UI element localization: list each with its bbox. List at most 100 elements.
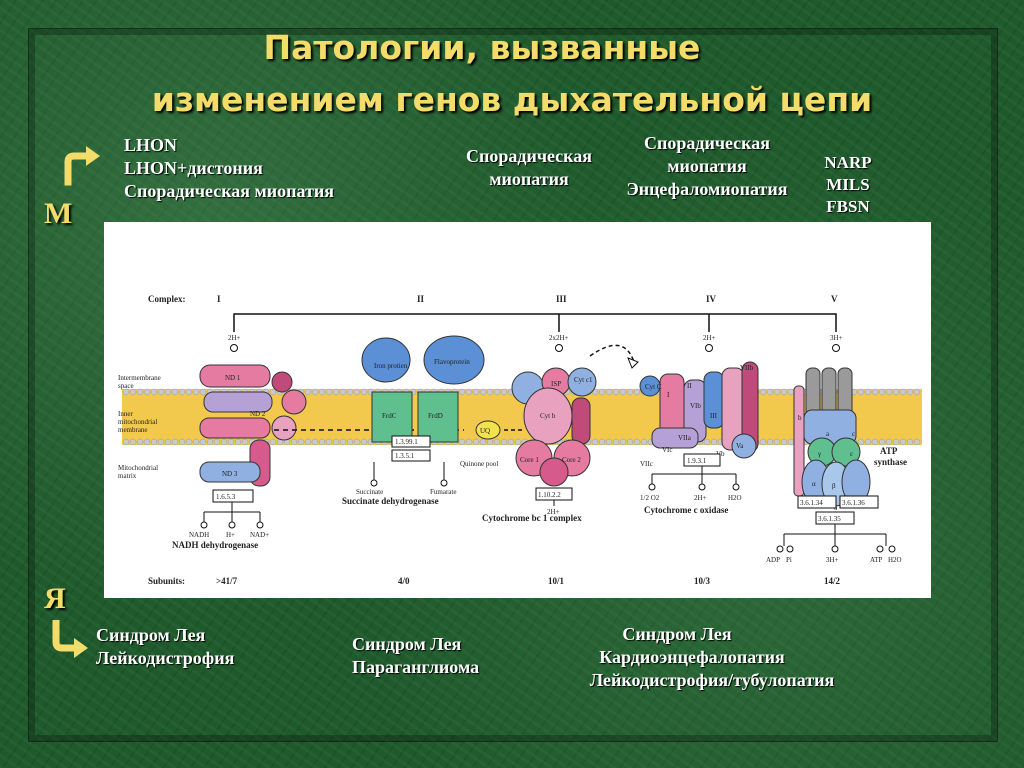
lipid-head <box>605 438 613 446</box>
subunits-label: Subunits: <box>148 576 185 586</box>
nuclear-pathologies-complex2: Синдром Лея Параганглиома <box>352 633 479 679</box>
lipid-head <box>787 438 795 446</box>
complex-III-label: III <box>556 294 567 304</box>
mito-c4-line-1: Спорадическая <box>643 133 771 153</box>
side-label-inner: Inner <box>118 410 133 418</box>
lipid-head <box>857 388 865 396</box>
synthase-word: synthase <box>874 457 907 467</box>
o2-label: 1/2 O2 <box>640 494 660 502</box>
mito-pathologies-complex5: NARP MILS FBSN <box>815 152 881 218</box>
proton-label-IV: 2H+ <box>703 334 716 342</box>
proton-node-I <box>230 344 238 352</box>
lipid-head <box>633 438 641 446</box>
lipid-head <box>472 388 480 396</box>
lipid-head <box>269 388 277 396</box>
respiratory-chain-diagram: Complex: I II III IV V 2H+ 2x2H+ 2H+ 3H+… <box>104 222 931 598</box>
lipid-head <box>227 438 235 446</box>
lipid-head <box>640 438 648 446</box>
complex-III-name: Cytochrome bc 1 complex <box>482 513 582 523</box>
nuc-c34-line-2: Кардиоэнцефалопатия <box>599 647 785 667</box>
atp-synthase-label: ATP synthase <box>874 446 907 467</box>
lipid-head <box>710 438 718 446</box>
nuclear-pathologies-complex1: Синдром Лея Лейкодистрофия <box>96 624 234 670</box>
proton-node-V <box>832 344 840 352</box>
lipid-head <box>626 388 634 396</box>
subunits-II: 4/0 <box>398 576 410 586</box>
lipid-head <box>892 388 900 396</box>
lipid-head <box>906 388 914 396</box>
c5-c-label: c <box>852 430 855 438</box>
lipid-head <box>500 438 508 446</box>
lipid-head <box>178 388 186 396</box>
respiratory-chain-svg: Complex: I II III IV V 2H+ 2x2H+ 2H+ 3H+… <box>118 294 922 586</box>
iron-protein-label: Iron protien <box>374 362 408 370</box>
q-cycle-arrow <box>589 344 635 363</box>
adp-label: ADP <box>766 556 780 564</box>
slide-frame <box>28 28 998 742</box>
lipid-head <box>871 388 879 396</box>
c4-h-label: 2H+ <box>694 494 707 502</box>
lipid-head <box>857 438 865 446</box>
lipid-head <box>766 388 774 396</box>
complex-V-label: V <box>831 294 838 304</box>
lipid-head <box>458 438 466 446</box>
proton-label-I: 2H+ <box>228 334 241 342</box>
complex-II-name: Succinate dehydrogenase <box>342 496 439 506</box>
succinate-label: Succinate <box>356 488 383 496</box>
subunits-I: >41/7 <box>216 576 238 586</box>
c5-beta-label: β <box>832 482 836 490</box>
lipid-head <box>332 438 340 446</box>
proton-circuit-line <box>233 313 837 332</box>
mito-c3-line-1: Спорадическая <box>465 146 593 166</box>
lipid-head <box>892 438 900 446</box>
c5-b-label: b <box>798 414 802 422</box>
lipid-head <box>780 388 788 396</box>
nd1-label: ND 1 <box>225 374 241 382</box>
lipid-head <box>353 388 361 396</box>
lipid-head <box>787 388 795 396</box>
complex-II-succinate-dehydrogenase: Iron protien Flavoprotein FrdC FrdD 1.3.… <box>342 335 501 506</box>
lipid-head <box>885 388 893 396</box>
lipid-head <box>465 388 473 396</box>
proton-node-III <box>555 344 563 352</box>
complex-I-label: I <box>217 294 221 304</box>
lipid-head <box>899 388 907 396</box>
viia-label: VIIa <box>678 434 692 442</box>
lipid-head <box>157 438 165 446</box>
lipid-head <box>486 438 494 446</box>
lipid-head <box>703 438 711 446</box>
side-label-intermembrane: Intermembrane <box>118 374 161 382</box>
lipid-head <box>619 438 627 446</box>
core1-label: Core 1 <box>520 456 539 464</box>
complex-I-ec: 1.6.5.3 <box>216 493 236 501</box>
mito-c5-line-1: NARP <box>824 153 872 172</box>
lipid-head <box>297 438 305 446</box>
lipid-head <box>780 438 788 446</box>
mito-c3-line-2: миопатия <box>489 169 569 189</box>
lipid-head <box>290 438 298 446</box>
lipid-head <box>157 388 165 396</box>
side-label-matrix: matrix <box>118 472 137 480</box>
complex-IV-ec: 1.9.3.1 <box>687 457 707 465</box>
lipid-head <box>472 438 480 446</box>
c5-a-label: a <box>826 430 830 438</box>
lipid-head <box>199 438 207 446</box>
c5-3h-label: 3H+ <box>826 556 839 564</box>
c4-ii-label: II <box>687 382 692 390</box>
lipid-head <box>500 388 508 396</box>
proton-label-V: 3H+ <box>830 334 843 342</box>
mito-pathologies-complex3: Спорадическая миопатия <box>448 145 610 191</box>
lipid-head <box>220 438 228 446</box>
complex-IV-name: Cytochrome c oxidase <box>644 505 728 515</box>
complex-V-ec-2: 3.6.1.36 <box>842 499 865 507</box>
lipid-head <box>136 438 144 446</box>
complex-II-label: II <box>417 294 425 304</box>
core2-label: Core 2 <box>562 456 581 464</box>
lipid-head <box>913 388 921 396</box>
subunits-IV: 10/3 <box>694 576 711 586</box>
complex-I-name: NADH dehydrogenase <box>172 540 258 550</box>
lipid-head <box>514 438 522 446</box>
lipid-head <box>360 388 368 396</box>
lipid-head <box>325 438 333 446</box>
